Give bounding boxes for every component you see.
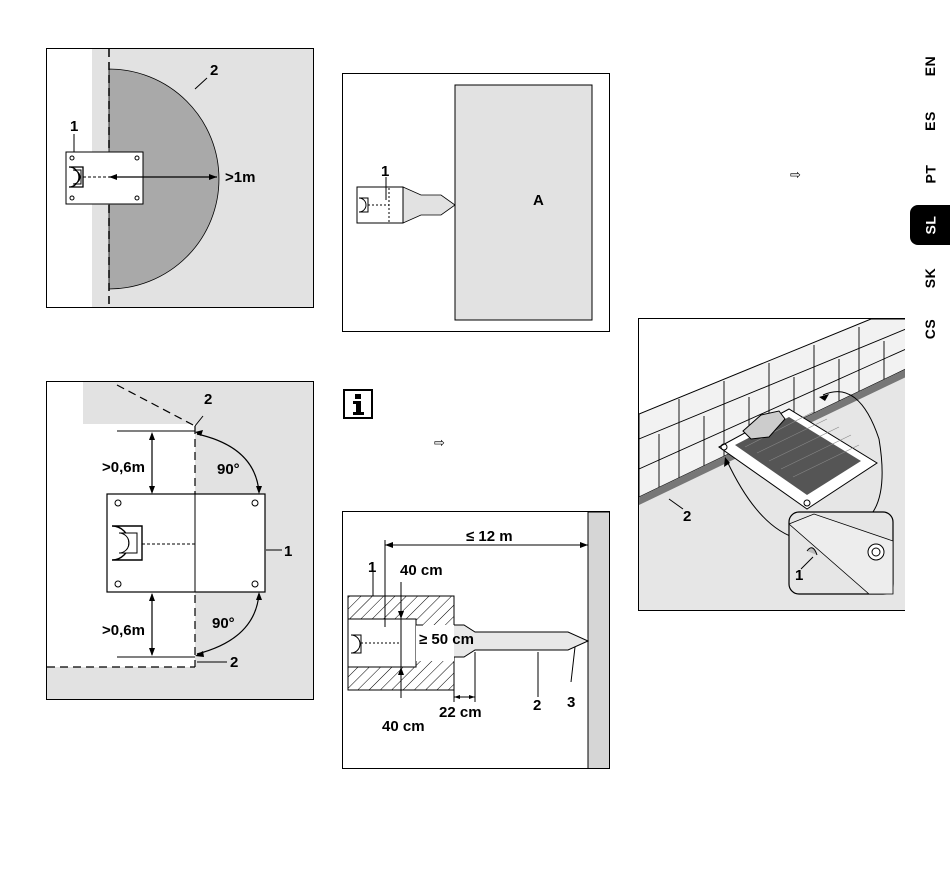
label-station: 1 xyxy=(70,119,78,134)
figure-1-drawing xyxy=(47,49,314,308)
language-tab-sk[interactable]: SK xyxy=(910,258,950,298)
language-tab-pt[interactable]: PT xyxy=(910,154,950,194)
label-clearance-top: >0,6m xyxy=(102,460,145,475)
figure-edge-clearance: 2 >0,6m 90° 1 >0,6m 90° 2 xyxy=(46,381,314,700)
label-detail: 1 xyxy=(795,568,803,583)
language-tab-es[interactable]: ES xyxy=(910,101,950,141)
language-tab-sl[interactable]: SL xyxy=(910,205,950,245)
label-offset: 22 cm xyxy=(439,705,482,720)
label-peg: 3 xyxy=(567,695,575,710)
language-tab-en[interactable]: EN xyxy=(910,46,950,86)
label-width-top: 40 cm xyxy=(400,563,443,578)
label-corner-top: 2 xyxy=(204,392,212,407)
label-mowing-area: 2 xyxy=(210,63,218,78)
figure-clearance-radius: 1 2 >1m xyxy=(46,48,314,308)
label-corner-bottom: 2 xyxy=(230,655,238,670)
label-angle-bottom: 90° xyxy=(212,616,235,631)
reference-arrow-icon: ⇨ xyxy=(434,436,445,449)
label-angle-top: 90° xyxy=(217,462,240,477)
label-edge: 2 xyxy=(683,509,691,524)
figure-2-drawing xyxy=(343,74,610,332)
figure-3-drawing xyxy=(47,382,314,700)
label-min-length: ≥ 50 cm xyxy=(419,632,474,647)
label-clearance-bottom: >0,6m xyxy=(102,623,145,638)
label-max-distance: ≤ 12 m xyxy=(466,529,513,544)
label-width-bottom: 40 cm xyxy=(382,719,425,734)
info-icon xyxy=(343,389,373,419)
label-station: 1 xyxy=(368,560,376,575)
figure-5-drawing xyxy=(639,319,905,611)
language-tab-cs[interactable]: CS xyxy=(910,309,950,349)
label-distance: >1m xyxy=(225,170,255,185)
label-boundary-wire: 2 xyxy=(533,698,541,713)
reference-arrow-icon: ⇨ xyxy=(790,168,801,181)
figure-wall-installation: 2 1 xyxy=(638,318,905,611)
label-station: 1 xyxy=(284,544,292,559)
figure-area-connection: 1 A xyxy=(342,73,610,332)
label-area-a: A xyxy=(533,193,544,208)
figure-docking-dimensions: ≤ 12 m 1 40 cm ≥ 50 cm 40 cm 22 cm 2 3 xyxy=(342,511,610,769)
label-station: 1 xyxy=(381,164,389,179)
